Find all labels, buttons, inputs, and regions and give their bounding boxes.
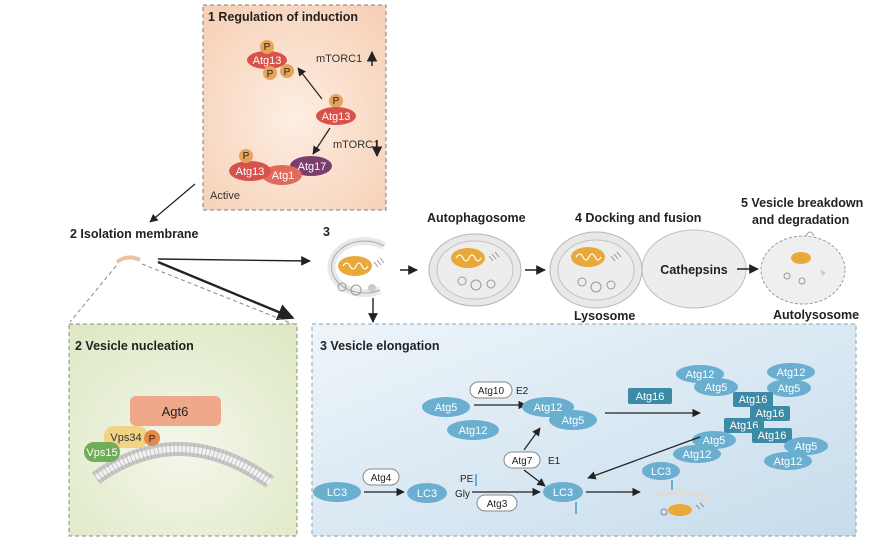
p-label: P (243, 151, 250, 162)
mitochondrion-icon (338, 256, 372, 276)
atg5-label: Atg5 (562, 415, 585, 427)
mitochondrion-icon (571, 247, 605, 267)
breakdown-label-line2: and degradation (752, 213, 849, 227)
autophagosome (428, 233, 522, 307)
atg16-label: Atg16 (739, 394, 768, 406)
p-label: P (149, 434, 156, 445)
atg5-label: Atg5 (795, 441, 818, 453)
isolation-membrane-label: 2 Isolation membrane (70, 227, 199, 241)
vps15-label: Vps15 (86, 447, 117, 459)
p-label: P (264, 42, 271, 53)
lc3-membrane: LC3 (642, 462, 714, 516)
atg1-complex: P Atg13 Atg1 Atg17 (229, 149, 332, 185)
isolation-membrane-shape (115, 255, 141, 264)
nucleation-title: 2 Vesicle nucleation (75, 339, 194, 353)
phagophore (327, 237, 386, 297)
atg16-complex: Atg12 Atg5 Atg12 Atg5 Atg16 Atg16 Atg16 … (673, 363, 828, 470)
atg12-label: Atg12 (774, 456, 803, 468)
atg13-label: Atg13 (253, 55, 282, 67)
fusion-structure: Cathepsins (549, 229, 747, 309)
induction-title: 1 Regulation of induction (208, 10, 358, 24)
atg13-label: Atg13 (322, 111, 351, 123)
atg12-label: Atg12 (686, 369, 715, 381)
atg16-label: Atg16 (636, 391, 665, 403)
mtorc1-down-label: mTORC1 (333, 139, 379, 151)
atg12-label: Atg12 (459, 425, 488, 437)
reaction-arrow (523, 427, 541, 451)
induction-panel: 1 Regulation of induction P Atg13 P P mT… (202, 4, 387, 211)
autolysosome (760, 231, 846, 305)
atg13-complex-top: P Atg13 P P (247, 40, 294, 80)
vps34-label: Vps34 (110, 432, 141, 444)
atg12-label: Atg12 (683, 449, 712, 461)
active-label: Active (210, 190, 240, 202)
induction-to-membrane-arrow (149, 183, 196, 223)
autophagosome-label: Autophagosome (427, 211, 526, 225)
atg16-label: Atg16 (756, 408, 785, 420)
elongation-title: 3 Vesicle elongation (320, 339, 440, 353)
induction-arrow (312, 127, 331, 155)
e2-label: E2 (516, 386, 529, 397)
atg5-label: Atg5 (703, 435, 726, 447)
atg3-label: Atg3 (487, 499, 508, 510)
atg4-label: Atg4 (371, 473, 392, 484)
pathway-arrow (157, 260, 295, 320)
membrane-bilayer (91, 442, 275, 488)
reaction-arrow (523, 469, 546, 487)
docking-label: 4 Docking and fusion (575, 211, 701, 225)
pe-label: PE (460, 474, 474, 485)
lc3-label: LC3 (651, 466, 671, 478)
atg13-label: Atg13 (236, 166, 265, 178)
mtorc1-up-label: mTORC1 (316, 53, 362, 65)
step3-label: 3 (323, 225, 330, 239)
atg17-label: Atg17 (298, 161, 327, 173)
vps15-box (84, 442, 120, 462)
autolysosome-label: Autolysosome (773, 308, 859, 322)
p-label: P (284, 67, 291, 78)
atg10-label: Atg10 (478, 386, 505, 397)
p-label: P (333, 96, 340, 107)
lc3-label: LC3 (553, 487, 573, 499)
lysosome-label: Lysosome (574, 309, 635, 323)
atg1-label: Atg1 (272, 170, 295, 182)
zoom-connector (141, 263, 294, 325)
lc3-label: LC3 (327, 487, 347, 499)
atg5-label: Atg5 (778, 383, 801, 395)
zoom-connector (69, 265, 117, 323)
induction-arrow (297, 67, 323, 100)
atg5-label: Atg5 (705, 382, 728, 394)
atg12-label: Atg12 (534, 402, 563, 414)
e1-label: E1 (548, 456, 561, 467)
atg16-label: Atg16 (758, 430, 787, 442)
agt6-label: Agt6 (162, 404, 189, 419)
reaction-arrow (587, 436, 701, 480)
elongation-panel: 3 Vesicle elongation Atg5 Atg12 Atg10 E2… (311, 323, 857, 537)
atg13-complex-middle: P Atg13 (316, 94, 356, 125)
cathepsins-label: Cathepsins (660, 263, 727, 277)
atg16-label: Atg16 (730, 420, 759, 432)
atg5-label: Atg5 (435, 402, 458, 414)
atg7-label: Atg7 (512, 456, 533, 467)
breakdown-label-line1: 5 Vesicle breakdown (741, 196, 863, 210)
nucleation-panel: 2 Vesicle nucleation Agt6 Vps34 P Vps15 (68, 323, 298, 537)
agt6-box (130, 396, 221, 426)
atg12-label: Atg12 (777, 367, 806, 379)
vps34-box (104, 426, 148, 448)
gly-label: Gly (455, 489, 470, 500)
mitochondrion-icon (451, 248, 485, 268)
pathway-arrow (157, 255, 311, 266)
p-label: P (267, 69, 274, 80)
lc3-label: LC3 (417, 488, 437, 500)
